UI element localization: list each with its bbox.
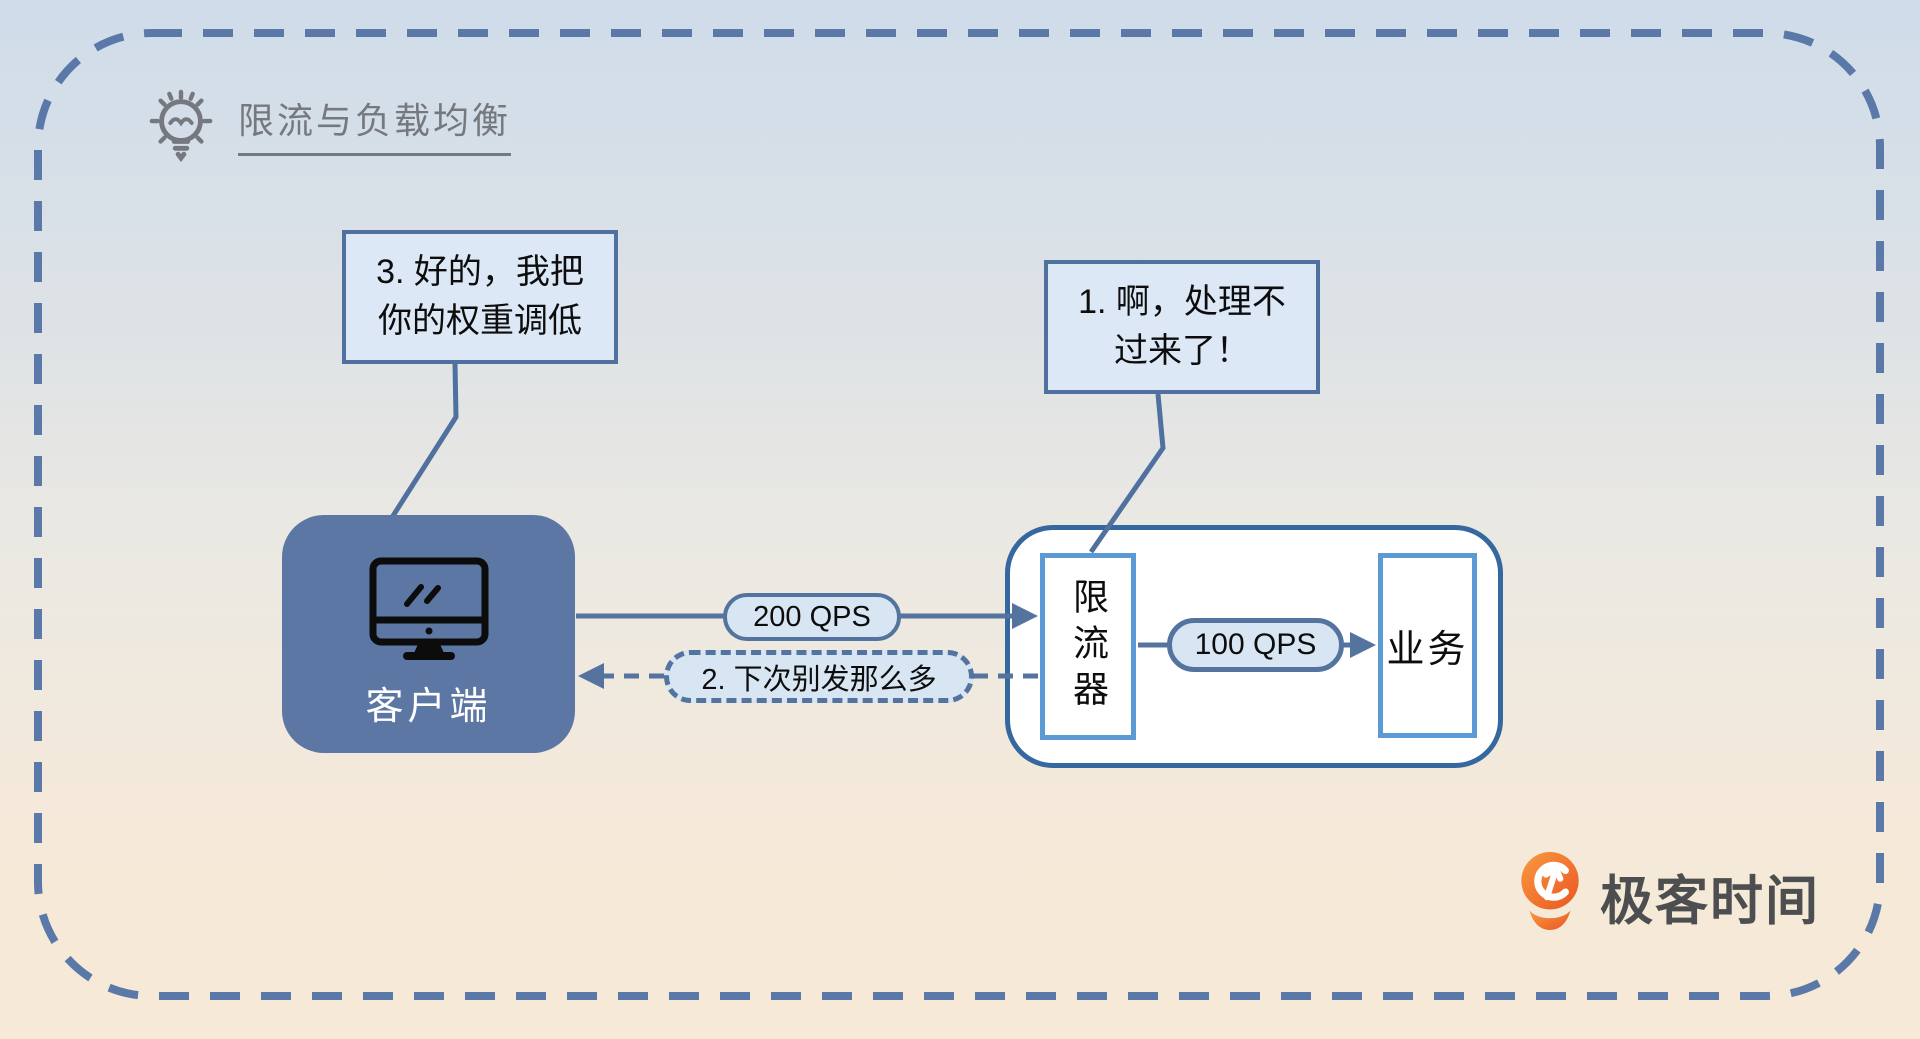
request-arrowhead (1012, 603, 1038, 629)
brand-logo: 极客时间 (1517, 850, 1820, 935)
callout-overwhelmed-line1: 1. 啊，处理不 (1078, 283, 1286, 321)
feedback-pill: 2. 下次别发那么多 (664, 650, 974, 703)
service-node: 业务 (1378, 553, 1477, 738)
monitor-icon (369, 557, 488, 660)
client-node: 客户端 (282, 515, 575, 753)
title-section: 限流与负载均衡 (146, 86, 512, 162)
feedback-label: 2. 下次别发那么多 (701, 663, 937, 696)
feedback-arrowhead (578, 663, 604, 689)
callout-adjust-weight-line2: 你的权重调低 (378, 302, 582, 340)
callout-overwhelmed-line2: 过来了！ (1114, 332, 1250, 370)
request-qps-label: 200 QPS (753, 600, 871, 633)
geektime-logo-icon (1521, 852, 1579, 930)
page-title: 限流与负载均衡 (238, 92, 512, 156)
limited-arrowhead (1350, 632, 1376, 658)
rate-limiter-node: 限流器 (1040, 553, 1136, 740)
limited-qps-label: 100 QPS (1194, 628, 1317, 661)
geektime-logo-text: 极客时间 (1600, 872, 1820, 931)
callout-3-connector-line (388, 363, 459, 521)
dashed-frame (34, 29, 1884, 1000)
callout-1-connector-line (1088, 393, 1166, 554)
limited-qps-pill: 100 QPS (1167, 618, 1344, 672)
rate-limiter-label: 限流器 (1068, 577, 1109, 716)
request-qps-pill: 200 QPS (723, 593, 901, 641)
callout-adjust-weight-line1: 3. 好的，我把 (376, 253, 584, 291)
callout-adjust-weight: 3. 好的，我把 你的权重调低 (342, 230, 618, 364)
lightbulb-icon (149, 89, 213, 162)
service-label: 业务 (1386, 629, 1469, 671)
client-label: 客户端 (365, 686, 492, 728)
callout-overwhelmed: 1. 啊，处理不 过来了！ (1044, 260, 1320, 394)
